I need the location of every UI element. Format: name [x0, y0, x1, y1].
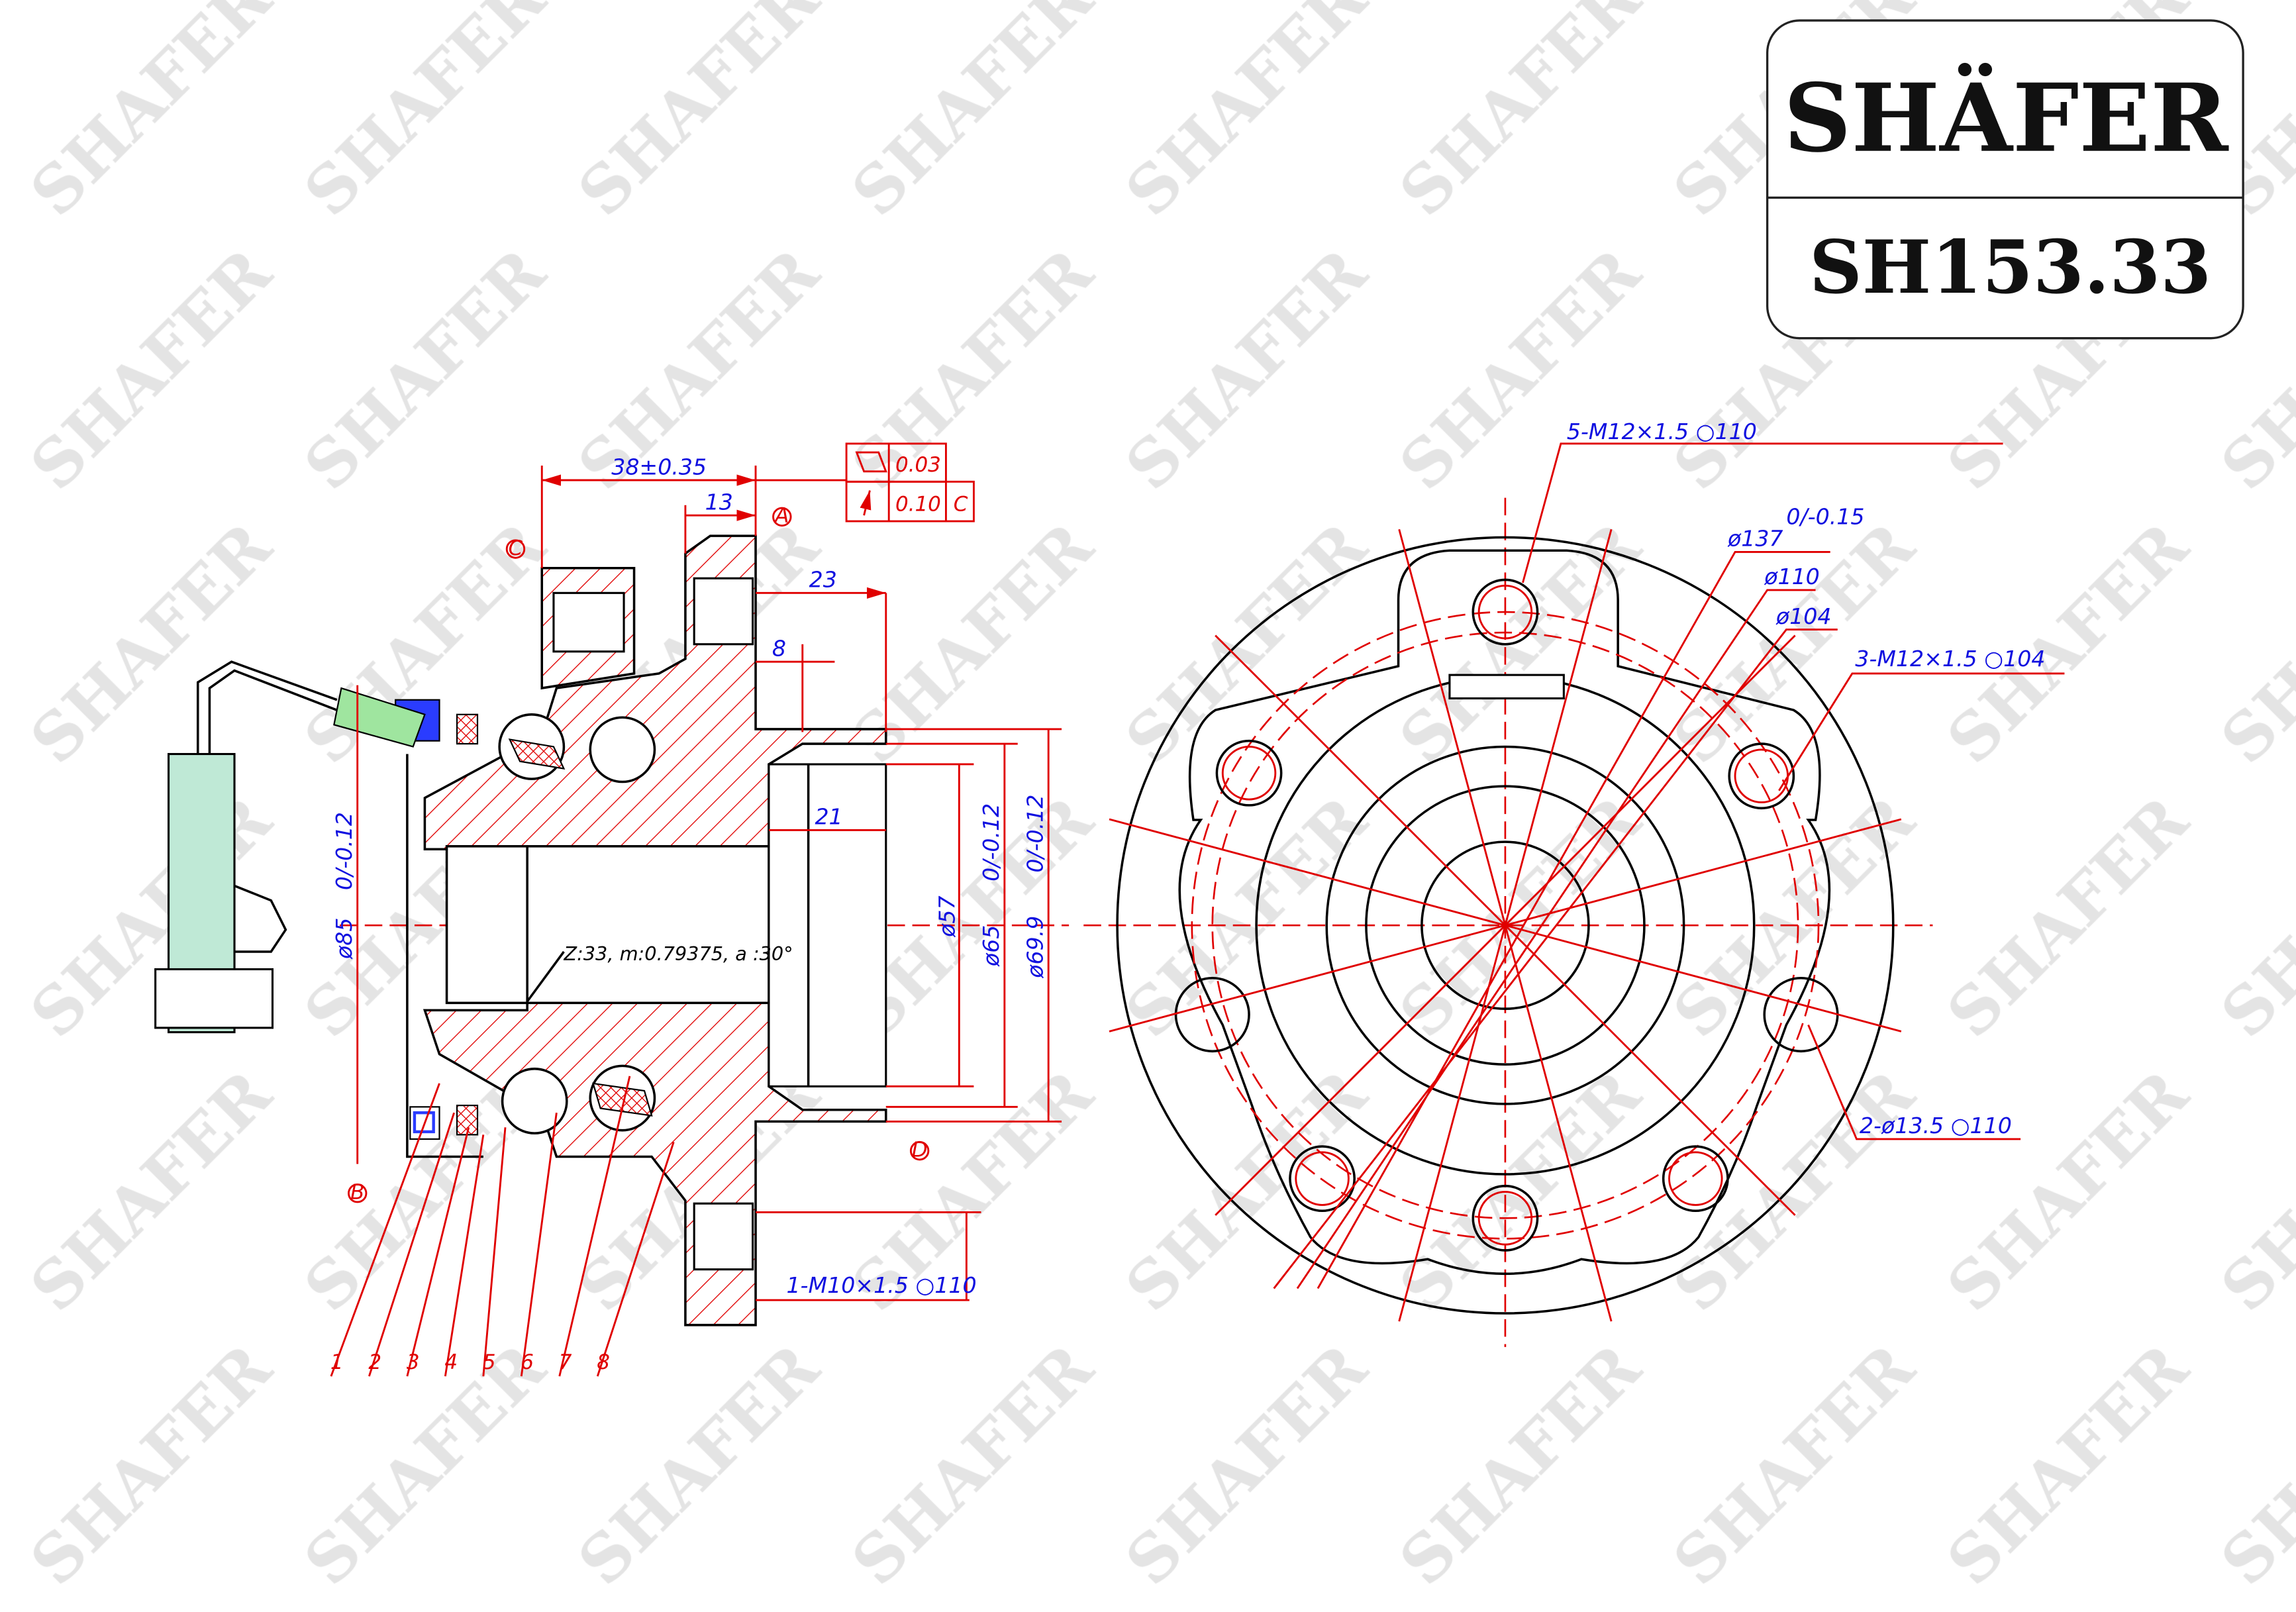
- thread-circle: [1734, 748, 1789, 803]
- construction-line: [1505, 818, 1902, 927]
- ball: [589, 716, 656, 783]
- construction-line: [1505, 924, 1902, 1033]
- part-label: 2: [368, 1350, 381, 1374]
- center-bore: [1421, 840, 1590, 1010]
- spline-spec: Z:33, m:0.79375, a :30°: [563, 942, 793, 965]
- flange-outline: [1178, 549, 1831, 1276]
- bolt-hole: [1662, 1145, 1729, 1213]
- outer-circle: [1116, 536, 1895, 1315]
- flatness-icon: [855, 451, 887, 473]
- construction-line: [1398, 529, 1507, 926]
- brand-logo: SHÄFER: [1783, 62, 2229, 174]
- construction-line: [1504, 925, 1796, 1216]
- bolt-hole: [1215, 739, 1283, 807]
- dim-23: 23: [809, 566, 837, 592]
- leader-line: [406, 1127, 470, 1377]
- dim-21: 21: [815, 804, 842, 830]
- leader-line: [368, 1112, 455, 1377]
- bolt-hole: [1472, 1184, 1539, 1252]
- construction-line: [1109, 818, 1506, 927]
- part-label: 1: [330, 1350, 344, 1374]
- ball: [501, 1068, 568, 1134]
- construction-line: [1504, 529, 1613, 926]
- construction-line: [1109, 924, 1506, 1033]
- bolt-hole: [1728, 742, 1795, 810]
- construction-line: [1504, 925, 1613, 1322]
- part-label: 4: [444, 1350, 458, 1374]
- construction-line: [1398, 925, 1507, 1322]
- tol-datum: C: [954, 493, 968, 517]
- part-number: SH153.33: [1809, 225, 2211, 311]
- leader-line: [330, 1083, 440, 1377]
- dim-8: 8: [772, 635, 786, 661]
- part-label: 8: [597, 1350, 610, 1374]
- datum-d: D: [912, 1138, 928, 1162]
- callout-2-dia-13-5: 2-ø13.5 ○110: [1860, 1113, 2012, 1138]
- dim-dia-65-tol: 0/-0.12: [978, 803, 1004, 882]
- datum-c: C: [509, 536, 523, 560]
- dim-dia-57: ø57: [934, 895, 960, 937]
- datum-a: A: [774, 504, 789, 528]
- bolt-hole: [1289, 1145, 1356, 1213]
- part-label: 7: [559, 1350, 572, 1374]
- section-view: [154, 534, 1070, 1327]
- section-dimensions: 38±0.35 13 A 0.03 0.10 C C 23 8 21 ø85 0…: [331, 442, 1062, 1301]
- part-label: 6: [521, 1350, 534, 1374]
- thread-circle: [1477, 584, 1533, 640]
- part-label: 5: [483, 1350, 496, 1374]
- dim-flange-thickness: 13: [705, 489, 733, 515]
- callout-dia-137: ø137: [1727, 526, 1783, 552]
- dim-thread-bottom: 1-M10×1.5 ○110: [786, 1272, 976, 1298]
- tol-runout: 0.10: [895, 493, 941, 517]
- callout-dia-137-tol: 0/-0.15: [1786, 503, 1864, 529]
- front-view: 5-M12×1.5 ○110 ø137 0/-0.15 ø110 ø104 3-…: [1083, 419, 2065, 1347]
- callout-dia-104: ø104: [1775, 603, 1832, 629]
- construction-line: [1215, 925, 1506, 1216]
- hub-flange: [423, 534, 887, 1327]
- leader-line: [520, 1112, 558, 1377]
- leader-line: [596, 1141, 675, 1377]
- part-label: 3: [407, 1350, 420, 1374]
- construction-line: [1504, 634, 1796, 927]
- hole-13-5: [1174, 976, 1250, 1053]
- thread-circle: [1221, 746, 1277, 801]
- callout-3-m12-104: 3-M12×1.5 ○104: [1855, 646, 2045, 672]
- dim-overall-length: 38±0.35: [611, 454, 707, 479]
- bolt-hole: [1472, 578, 1539, 646]
- thread-circle: [1477, 1191, 1533, 1246]
- thread-circle: [1295, 1151, 1350, 1206]
- leader-line: [444, 1134, 485, 1377]
- runout-icon: [860, 490, 872, 516]
- dim-dia-69-9: ø69.9: [1022, 916, 1048, 979]
- logo-box: SHÄFER SH153.33: [1766, 19, 2244, 340]
- callout-dia-110: ø110: [1764, 564, 1820, 589]
- leader-line: [558, 1076, 631, 1377]
- construction-line: [1215, 634, 1506, 927]
- datum-b: B: [350, 1181, 364, 1205]
- dim-dia-65: ø65: [978, 925, 1004, 967]
- dim-dia-69-9-tol: 0/-0.12: [1022, 795, 1048, 873]
- tol-flatness: 0.03: [895, 453, 941, 477]
- dim-dia-85: ø85: [331, 918, 357, 960]
- leader-line: [482, 1127, 507, 1377]
- dim-dia-85-tol: 0/-0.12: [331, 812, 357, 890]
- thread-circle: [1668, 1151, 1723, 1206]
- callout-5-m12-110: 5-M12×1.5 ○110: [1567, 419, 1757, 444]
- abs-sensor: [333, 687, 426, 748]
- hole-13-5: [1763, 976, 1839, 1053]
